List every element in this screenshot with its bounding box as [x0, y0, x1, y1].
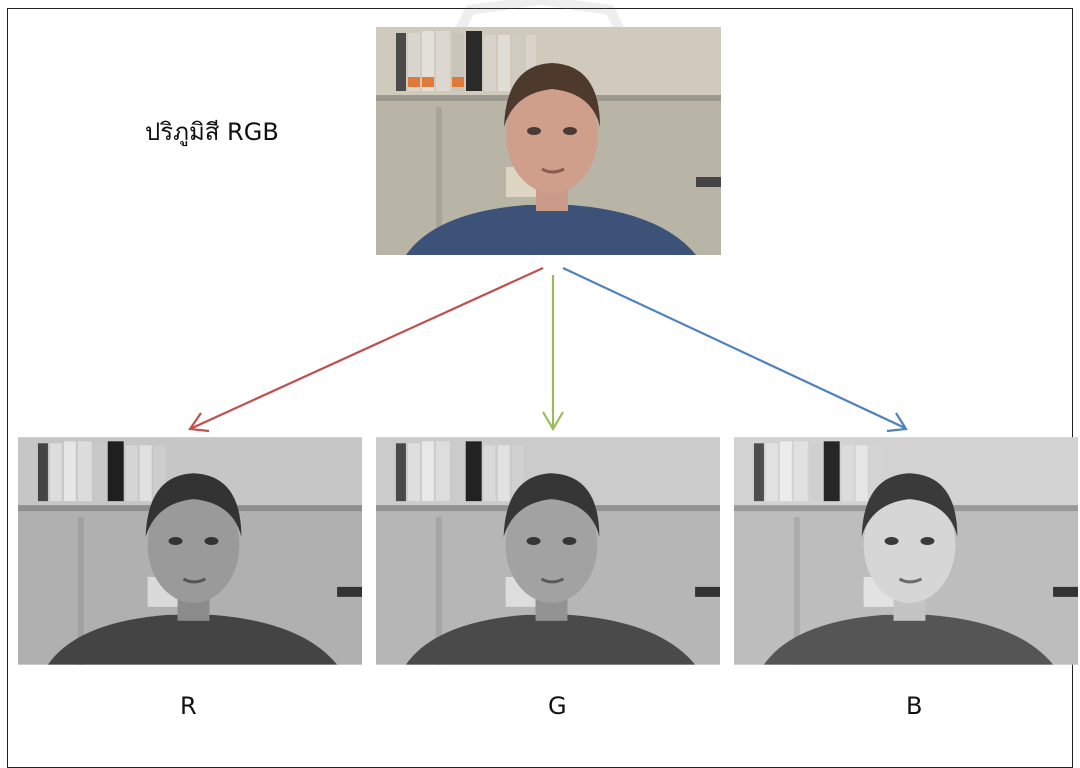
blue-channel-label: B	[906, 692, 923, 720]
red-channel-label: R	[180, 692, 197, 720]
green-channel-label: G	[548, 692, 567, 720]
rgb-photo	[376, 27, 721, 255]
blue-channel-arrow	[562, 267, 906, 429]
red-channel-arrow	[191, 266, 544, 430]
green-channel-photo	[376, 437, 720, 665]
color-space-title: ปริภูมิสี RGB	[145, 118, 279, 146]
blue-channel-photo	[734, 437, 1078, 665]
portrait-photo-icon	[376, 27, 721, 255]
portrait-photo-icon	[734, 437, 1078, 665]
portrait-photo-icon	[18, 437, 362, 665]
channel-split-arrows	[188, 266, 908, 433]
portrait-photo-icon	[376, 437, 720, 665]
red-channel-photo	[18, 437, 362, 665]
